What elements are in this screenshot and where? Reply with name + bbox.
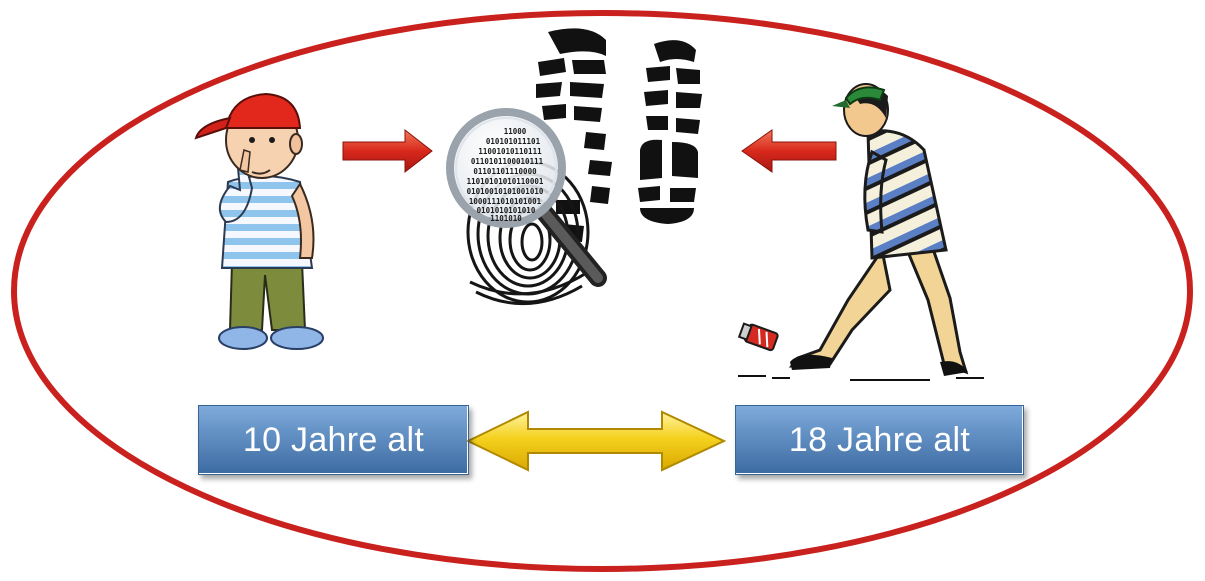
binary-row: 1101010 xyxy=(490,214,522,223)
ground-marks xyxy=(738,376,984,380)
teen-figure-icon xyxy=(790,84,968,376)
yellow-double-arrow-icon xyxy=(468,412,724,470)
boy-figure-icon xyxy=(196,94,323,349)
red-arrow-right-icon xyxy=(343,130,432,172)
binary-row: 11001010110111 xyxy=(478,147,542,156)
binary-row: 1000111010101001 xyxy=(469,197,542,206)
red-arrow-left-icon xyxy=(742,130,836,172)
age-label-left: 10 Jahre alt xyxy=(198,405,469,475)
binary-row: 01010010101001010 xyxy=(467,187,544,196)
binary-row: 11000 xyxy=(504,127,527,136)
age-label-left-text: 10 Jahre alt xyxy=(243,421,424,460)
binary-row: 11010101010110001 xyxy=(467,177,544,186)
age-label-right-text: 18 Jahre alt xyxy=(789,421,970,460)
spray-can-icon xyxy=(738,322,778,351)
binary-row: 01101101110000 xyxy=(473,167,537,176)
binary-row: 010101011101 xyxy=(486,137,541,146)
binary-row: 0110101100010111 xyxy=(471,157,544,166)
age-label-right: 18 Jahre alt xyxy=(735,405,1024,475)
